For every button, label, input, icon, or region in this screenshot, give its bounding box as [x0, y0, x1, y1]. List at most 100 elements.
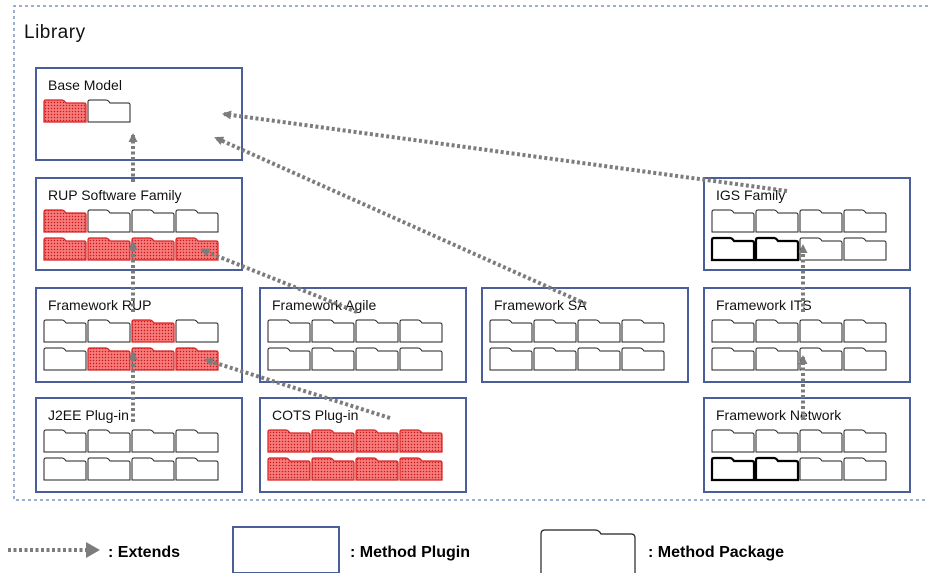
- method-package-icon: [843, 457, 887, 481]
- method-package-icon: [799, 319, 843, 343]
- method-plugin-title: Base Model: [48, 77, 122, 93]
- method-package-highlighted-icon: [131, 347, 175, 371]
- method-package-icon: [843, 429, 887, 453]
- legend-extends-arrowhead: [86, 542, 100, 558]
- method-package-highlighted-icon: [267, 457, 311, 481]
- legend-method-plugin-box: [232, 526, 340, 573]
- method-plugin-base-model: Base Model: [35, 67, 243, 161]
- method-package-icon: [843, 209, 887, 233]
- method-plugin-j2ee-plug-in: J2EE Plug-in: [35, 397, 243, 493]
- library-title: Library: [24, 22, 86, 43]
- method-package-icon: [399, 319, 443, 343]
- method-package-icon: [799, 347, 843, 371]
- method-package-icon: [489, 347, 533, 371]
- method-package-icon: [175, 209, 219, 233]
- method-package-icon: [43, 457, 87, 481]
- method-package-icon: [799, 429, 843, 453]
- method-package-icon: [710, 456, 756, 482]
- method-plugin-framework-agile: Framework Agile: [259, 287, 467, 383]
- method-package-icon: [621, 319, 665, 343]
- method-package-icon: [799, 237, 843, 261]
- method-package-icon: [87, 99, 131, 123]
- method-package-highlighted-icon: [87, 347, 131, 371]
- legend-method-plugin-label: : Method Plugin: [350, 544, 470, 561]
- method-package-highlighted-icon: [311, 457, 355, 481]
- method-package-icon: [755, 209, 799, 233]
- method-plugin-title: IGS Family: [716, 187, 785, 203]
- method-package-highlighted-icon: [355, 429, 399, 453]
- method-package-icon: [87, 429, 131, 453]
- method-package-icon: [711, 209, 755, 233]
- method-package-icon: [175, 319, 219, 343]
- method-package-icon: [131, 457, 175, 481]
- method-package-icon: [799, 457, 843, 481]
- method-plugin-framework-rup: Framework RUP: [35, 287, 243, 383]
- method-package-highlighted-icon: [267, 429, 311, 453]
- method-plugin-title: Framework SA: [494, 297, 587, 313]
- method-plugin-rup-software-family: RUP Software Family: [35, 177, 243, 271]
- method-package-icon: [311, 347, 355, 371]
- method-package-icon: [175, 457, 219, 481]
- method-package-icon: [711, 429, 755, 453]
- method-package-icon: [843, 237, 887, 261]
- method-package-icon: [131, 429, 175, 453]
- method-package-icon: [355, 347, 399, 371]
- method-package-icon: [533, 319, 577, 343]
- method-package-highlighted-icon: [399, 457, 443, 481]
- method-package-icon: [533, 347, 577, 371]
- method-package-highlighted-icon: [43, 209, 87, 233]
- method-package-highlighted-icon: [399, 429, 443, 453]
- method-package-highlighted-icon: [355, 457, 399, 481]
- method-package-icon: [311, 319, 355, 343]
- method-plugin-title: Framework RUP: [48, 297, 151, 313]
- legend-method-package-icon: [540, 529, 636, 573]
- method-package-icon: [131, 209, 175, 233]
- extends-arrow-framework-agile-to-rup-software-family: [200, 248, 358, 314]
- method-package-highlighted-icon: [175, 237, 219, 261]
- method-package-highlighted-icon: [87, 237, 131, 261]
- method-plugin-igs-family: IGS Family: [703, 177, 911, 271]
- legend: : Extends : Method Plugin : Method Packa…: [8, 526, 784, 573]
- method-package-icon: [754, 236, 800, 262]
- method-plugin-title: COTS Plug-in: [272, 407, 358, 423]
- method-package-highlighted-icon: [175, 347, 219, 371]
- extends-arrow-cots-plug-in-to-framework-rup: [204, 357, 391, 420]
- method-plugin-title: RUP Software Family: [48, 187, 182, 203]
- method-package-icon: [755, 347, 799, 371]
- method-package-highlighted-icon: [43, 237, 87, 261]
- method-package-icon: [755, 429, 799, 453]
- method-package-icon: [267, 319, 311, 343]
- method-plugin-title: Framework Network: [716, 407, 842, 423]
- method-package-icon: [577, 319, 621, 343]
- method-package-icon: [355, 319, 399, 343]
- method-package-icon: [87, 209, 131, 233]
- method-package-icon: [399, 347, 443, 371]
- method-package-icon: [43, 319, 87, 343]
- method-package-icon: [43, 347, 87, 371]
- method-plugin-framework-network: Framework Network: [703, 397, 911, 493]
- method-package-highlighted-icon: [43, 99, 87, 123]
- legend-method-package-label: : Method Package: [648, 544, 784, 561]
- extends-arrow-framework-sa-to-base-model: [214, 136, 587, 306]
- method-package-icon: [267, 347, 311, 371]
- legend-extends-label: : Extends: [108, 544, 180, 561]
- method-package-icon: [489, 319, 533, 343]
- method-package-highlighted-icon: [311, 429, 355, 453]
- method-plugin-title: Framework ITS: [716, 297, 812, 313]
- method-package-icon: [711, 347, 755, 371]
- method-plugin-framework-sa: Framework SA: [481, 287, 689, 383]
- method-package-highlighted-icon: [131, 319, 175, 343]
- method-package-icon: [843, 319, 887, 343]
- extends-arrow-igs-family-to-base-model: [222, 110, 788, 193]
- method-package-icon: [754, 456, 800, 482]
- method-package-icon: [843, 347, 887, 371]
- method-package-icon: [87, 319, 131, 343]
- method-plugin-title: J2EE Plug-in: [48, 407, 129, 423]
- method-plugin-framework-its: Framework ITS: [703, 287, 911, 383]
- method-package-icon: [577, 347, 621, 371]
- method-package-icon: [799, 209, 843, 233]
- method-package-icon: [755, 319, 799, 343]
- method-package-icon: [710, 236, 756, 262]
- method-package-icon: [87, 457, 131, 481]
